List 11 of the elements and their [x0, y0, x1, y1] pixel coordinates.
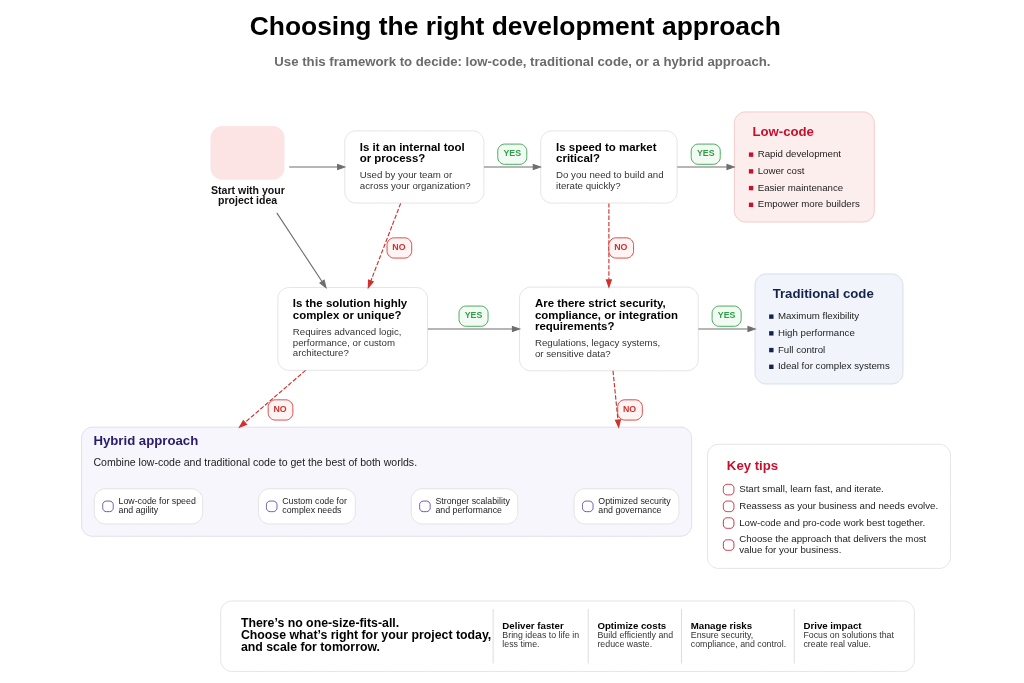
label: Use this framework to decide: low-code, traditional code, or a hybrid approach.	[273, 53, 770, 69]
node-label: Start with your project idea	[210, 183, 285, 207]
edge-label: NO	[391, 241, 406, 252]
edge-label: YES	[717, 309, 735, 320]
edge-label: NO	[622, 403, 636, 414]
edge-label: NO	[272, 403, 287, 414]
diagram-title: Choosing the right development approach	[249, 11, 781, 42]
edge-label: NO	[613, 241, 627, 252]
edge-label: YES	[696, 147, 715, 158]
edge-label: YES	[464, 309, 482, 320]
edge-label: YES	[502, 147, 521, 158]
